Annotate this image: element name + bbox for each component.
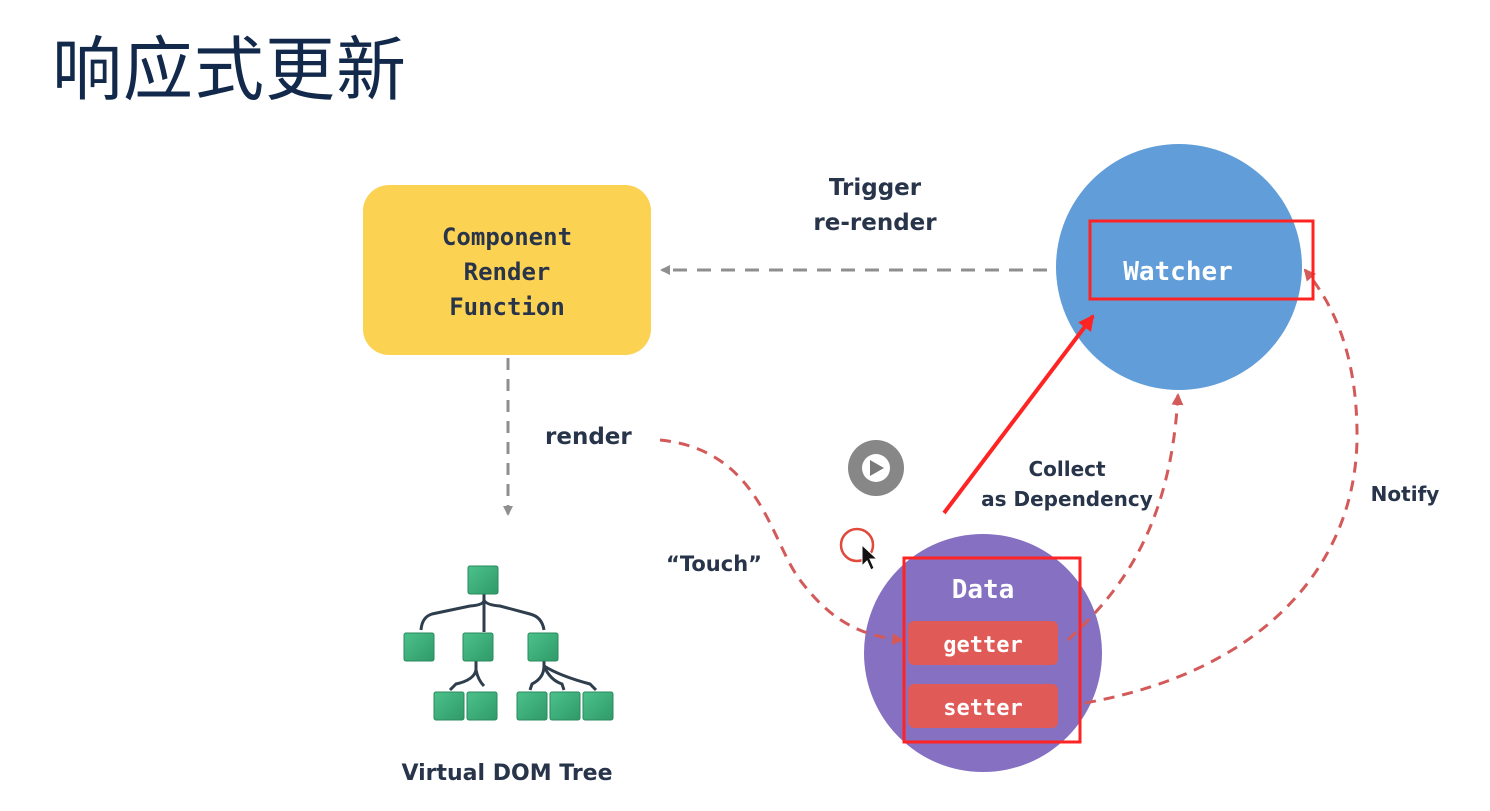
touch-label: “Touch” [666,552,762,576]
notify-edge: Notify [1084,268,1440,705]
watcher-highlight-box [1088,219,1315,301]
touch-edge: “Touch” [659,438,904,646]
trigger-rerender-edge: Trigger re-render [660,175,1047,275]
collect-dependency-edge: Collect as Dependency [981,393,1184,642]
render-edge: render [503,358,632,516]
trigger-label-line-2: re-render [813,210,937,236]
getter-label: getter [943,633,1022,658]
notify-label: Notify [1371,482,1440,506]
vdom-label: Virtual DOM Tree [401,761,612,786]
highlight-annotations [902,219,1315,744]
watcher-label: Watcher [1123,257,1233,287]
data-highlight-box [902,556,1082,744]
data-label: Data [952,575,1015,605]
data-node: Data getter setter [864,534,1102,772]
page-title: 响应式更新 [52,29,407,111]
component-label-line-3: Function [449,293,565,321]
play-icon[interactable] [848,440,904,496]
component-render-function-node: Component Render Function [363,185,651,355]
collect-label-line-2: as Dependency [981,487,1153,511]
component-label-line-1: Component [442,223,572,251]
component-label-line-2: Render [464,258,551,286]
collect-label-line-1: Collect [1028,457,1106,481]
setter-label: setter [943,696,1022,721]
virtual-dom-tree-node: Virtual DOM Tree [401,565,614,786]
cursor-icon [839,527,879,571]
render-label: render [545,424,632,450]
watcher-node: Watcher [1056,144,1302,390]
highlight-arrow [942,314,1095,515]
getter-box [908,621,1058,665]
setter-box [908,684,1058,728]
trigger-label-line-1: Trigger [829,175,922,201]
